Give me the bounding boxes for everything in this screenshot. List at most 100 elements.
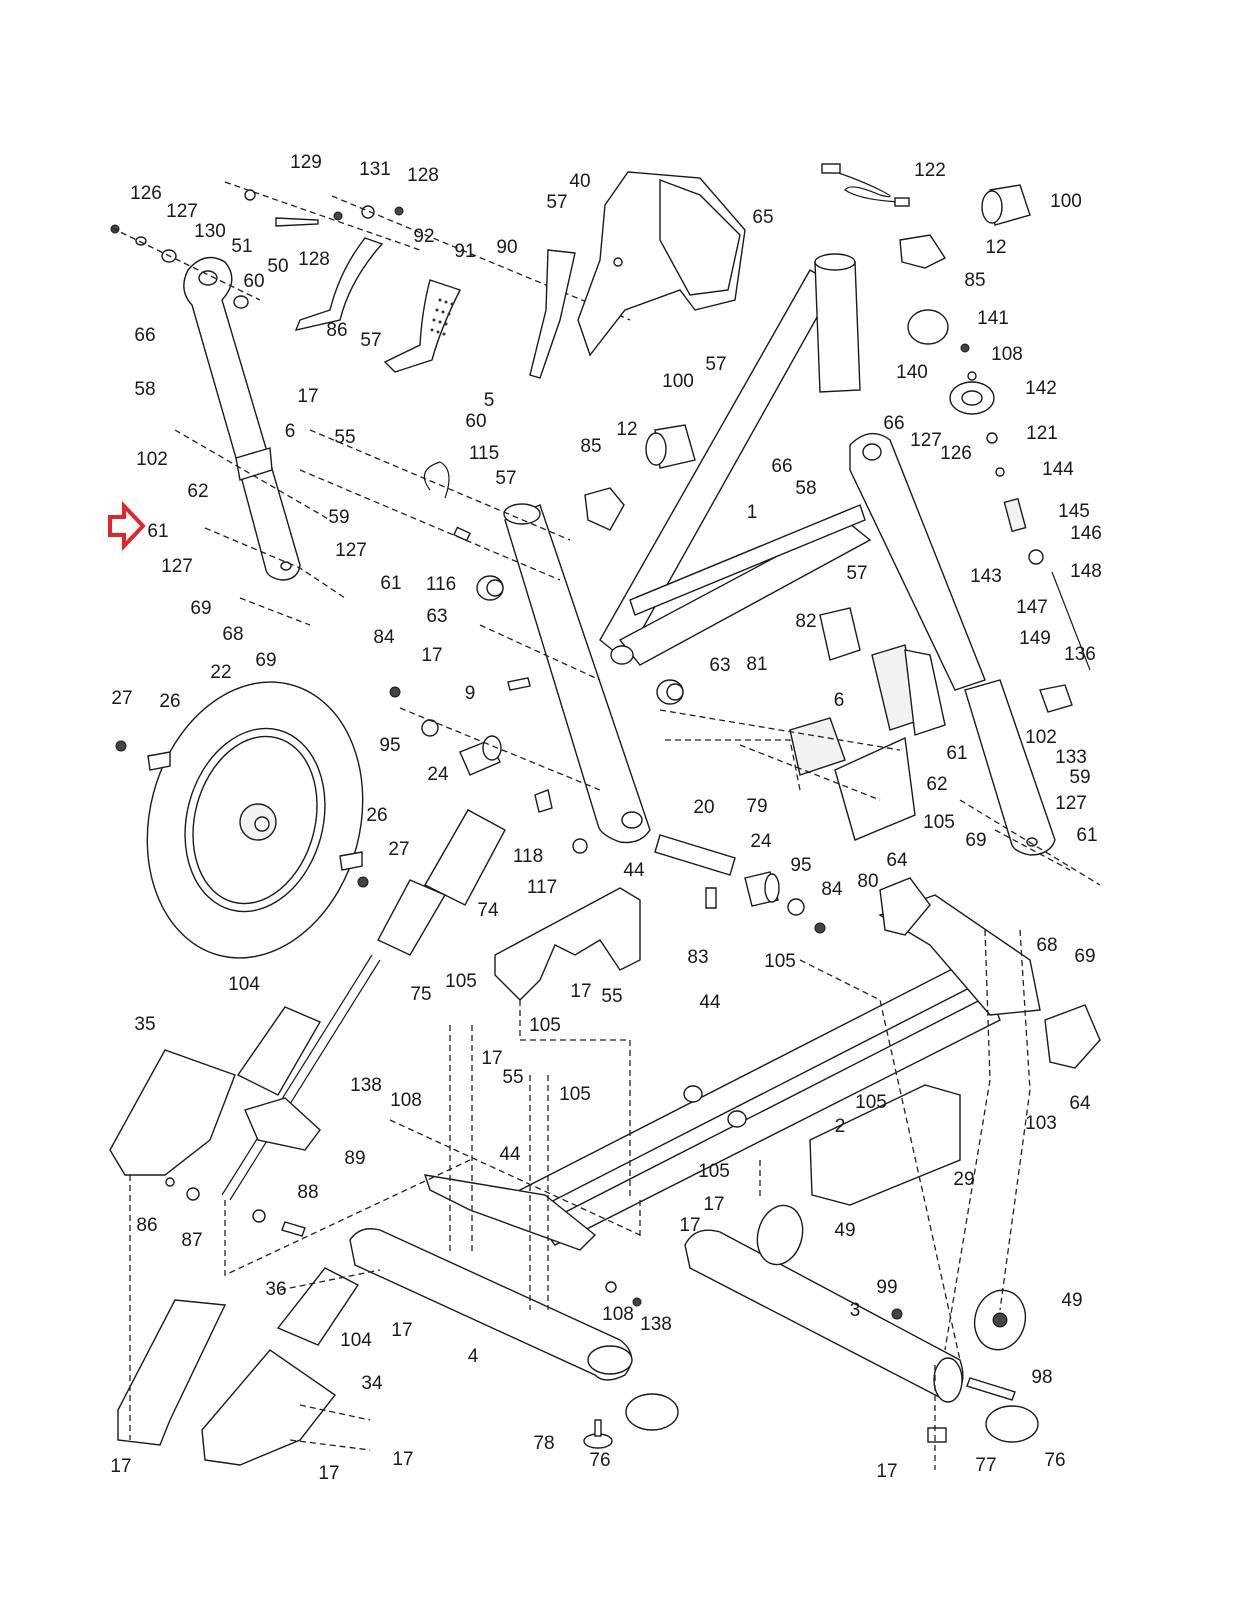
part-label-61: 61 [1076, 825, 1097, 846]
part-label-61: 61 [147, 521, 168, 542]
post-cover-90 [529, 249, 576, 379]
part-label-17: 17 [318, 1463, 339, 1484]
part-label-82: 82 [795, 611, 816, 632]
part-label-17: 17 [297, 386, 318, 407]
part-label-57: 57 [495, 468, 516, 489]
part-label-102: 102 [1025, 727, 1057, 748]
part-label-40: 40 [569, 171, 590, 192]
part-label-127: 127 [1055, 793, 1087, 814]
part-label-64: 64 [1069, 1093, 1091, 1114]
part-label-84: 84 [373, 627, 395, 648]
part-label-98: 98 [1031, 1367, 1052, 1388]
part-label-44: 44 [623, 860, 645, 881]
part-label-127: 127 [161, 556, 193, 577]
bolt-84-left [389, 686, 401, 698]
bracket-85-mid [584, 487, 625, 531]
part-label-51: 51 [231, 236, 252, 257]
part-label-27: 27 [388, 839, 409, 860]
part-label-49: 49 [1061, 1290, 1082, 1311]
part-label-126: 126 [940, 443, 972, 464]
part-label-12: 12 [616, 419, 637, 440]
knob-100-top [981, 184, 1031, 226]
rear-stabilizer-3 [684, 1229, 964, 1403]
part-label-20: 20 [693, 797, 714, 818]
part-label-83: 83 [687, 947, 708, 968]
part-label-140: 140 [896, 362, 928, 383]
part-label-138: 138 [640, 1314, 672, 1335]
cover-117 [494, 887, 641, 1001]
part-label-115: 115 [469, 443, 499, 464]
part-label-69: 69 [965, 830, 986, 851]
part-label-17: 17 [392, 1449, 413, 1470]
pin-88 [281, 1221, 306, 1237]
part-label-89: 89 [344, 1148, 365, 1169]
end-cap-76-right [985, 1405, 1039, 1443]
part-label-95: 95 [790, 855, 811, 876]
bracket-89 [244, 1097, 321, 1151]
part-label-76: 76 [589, 1450, 610, 1471]
part-label-85: 85 [580, 436, 601, 457]
part-label-60: 60 [243, 271, 264, 292]
bracket-85-top [899, 234, 947, 269]
part-label-144: 144 [1042, 459, 1074, 480]
part-label-17: 17 [421, 645, 442, 666]
board-cover-80 [834, 736, 916, 841]
collar-143 [1028, 549, 1044, 565]
part-label-148: 148 [1070, 561, 1102, 582]
end-cap-76-left [625, 1393, 679, 1431]
washer-144 [995, 467, 1005, 477]
part-label-105: 105 [529, 1015, 561, 1036]
wheel-49-right [973, 1289, 1027, 1351]
part-label-100: 100 [662, 371, 694, 392]
part-label-69: 69 [190, 598, 211, 619]
bushing-86 [165, 1177, 175, 1187]
part-label-69: 69 [255, 650, 276, 671]
part-label-87: 87 [181, 1230, 202, 1251]
bushing-24-left [459, 735, 502, 776]
part-label-80: 80 [857, 871, 878, 892]
part-label-108: 108 [602, 1304, 634, 1325]
part-label-105: 105 [764, 951, 796, 972]
part-label-143: 143 [970, 566, 1002, 587]
bolt-84-right [814, 922, 826, 934]
part-label-55: 55 [601, 986, 622, 1007]
nut-99 [891, 1308, 903, 1320]
part-label-118: 118 [513, 846, 543, 867]
part-label-66: 66 [771, 456, 792, 477]
part-label-6: 6 [834, 690, 845, 711]
nut-27-right [357, 876, 369, 888]
part-label-77: 77 [975, 1455, 996, 1476]
left-lower-arm-59 [235, 447, 301, 581]
console-cover-40 [577, 171, 746, 357]
part-label-90: 90 [496, 237, 517, 258]
part-label-131: 131 [359, 159, 391, 180]
bolt-9 [507, 677, 531, 691]
bushing-24-right [744, 871, 780, 907]
handle-grip-91 [383, 279, 461, 373]
part-label-146: 146 [1070, 523, 1102, 544]
part-label-44: 44 [699, 992, 721, 1013]
foot-cap-64-right [1044, 1004, 1101, 1069]
bearing-63-left [476, 575, 504, 601]
part-label-99: 99 [876, 1277, 897, 1298]
part-label-95: 95 [379, 735, 400, 756]
part-label-66: 66 [134, 325, 155, 346]
part-label-85: 85 [964, 270, 985, 291]
part-label-142: 142 [1025, 378, 1057, 399]
foot-cap-64-left [879, 877, 931, 936]
part-label-68: 68 [222, 624, 243, 645]
part-label-61: 61 [946, 743, 967, 764]
part-label-108: 108 [991, 344, 1023, 365]
nut-121 [986, 432, 998, 444]
cover-104-top [236, 1006, 321, 1096]
bolt-83 [705, 887, 717, 909]
part-label-138: 138 [350, 1075, 382, 1096]
knob-142 [949, 381, 995, 415]
bolt-138-bottom [632, 1297, 642, 1307]
idler-75 [377, 879, 447, 956]
rod-147 [1051, 571, 1091, 671]
part-label-65: 65 [752, 207, 773, 228]
wheel-49-left [756, 1204, 804, 1266]
part-label-17: 17 [110, 1456, 131, 1477]
